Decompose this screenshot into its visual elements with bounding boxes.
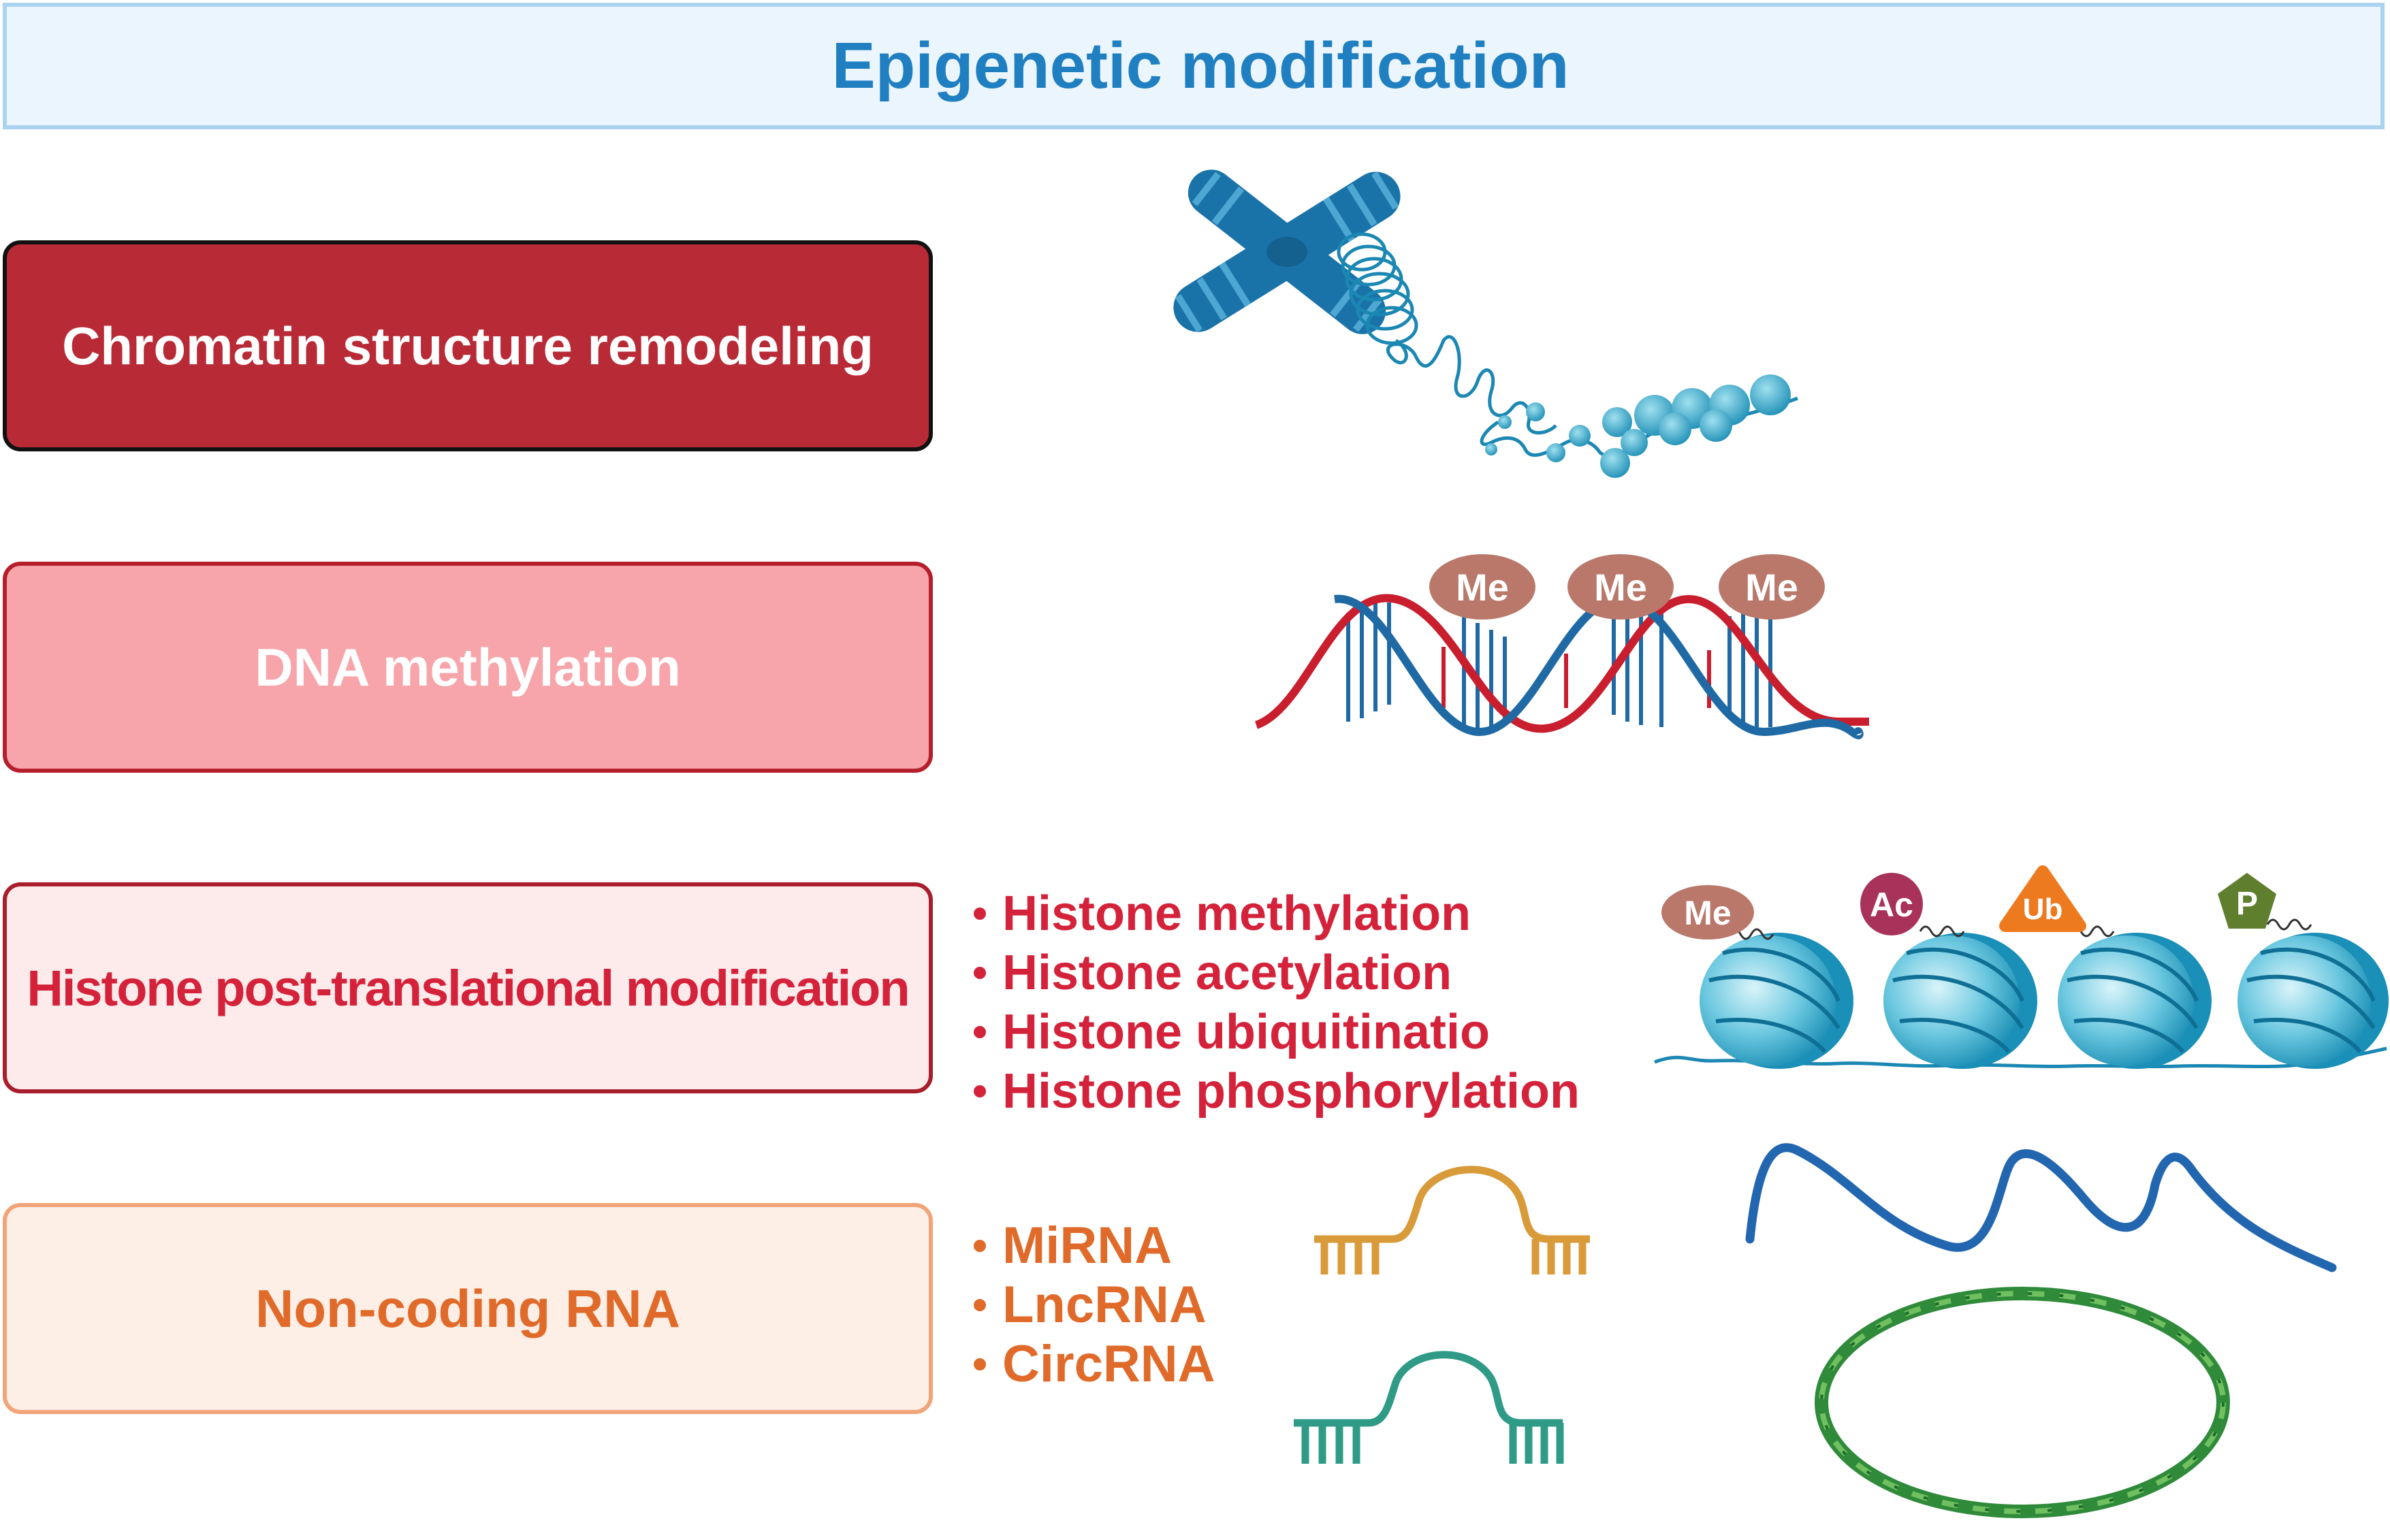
methyl-mark-label: Me xyxy=(1456,566,1509,609)
histone-mark-label: Me xyxy=(1684,894,1731,932)
category-dna-methylation: DNA methylation xyxy=(3,562,933,773)
chromosome-icon xyxy=(1173,170,1401,334)
bullet-icon xyxy=(974,1239,986,1252)
histone-mark-label: Ac xyxy=(1870,886,1913,924)
ncrna-list: MiRNA LncRNA CircRNA xyxy=(974,1216,1215,1394)
category-non-coding-rna: Non-coding RNA xyxy=(3,1203,933,1414)
list-item: Histone ubiquitinatio xyxy=(974,1002,1580,1061)
methyl-mark-icon: Me xyxy=(1567,554,1674,620)
list-item-label: LncRNA xyxy=(1002,1276,1207,1334)
title-banner: Epigenetic modification xyxy=(3,3,2385,129)
methyl-mark-icon: Me xyxy=(1661,885,1754,940)
histone-modification-list: Histone methylation Histone acetylation … xyxy=(974,884,1580,1121)
ubiquitin-mark-icon: Ub xyxy=(1999,865,2086,932)
page-title: Epigenetic modification xyxy=(831,29,1570,102)
methyl-mark-label: Me xyxy=(1594,566,1647,609)
list-item-label: Histone phosphorylation xyxy=(1002,1063,1580,1119)
phospho-mark-icon: P xyxy=(2218,873,2276,929)
list-item-label: CircRNA xyxy=(1002,1335,1215,1393)
bullet-icon xyxy=(974,1298,986,1311)
rna-hairpin-icon xyxy=(1314,1166,1590,1274)
methyl-mark-icon: Me xyxy=(1429,554,1535,620)
bullet-icon xyxy=(974,1085,986,1097)
list-item-label: MiRNA xyxy=(1002,1217,1173,1274)
nucleosome-bead-icon xyxy=(1485,374,1791,478)
rna-hairpin-icon xyxy=(1294,1351,1564,1464)
list-item-label: Histone methylation xyxy=(1002,886,1471,941)
nucleosome-icon xyxy=(1654,918,2389,1069)
list-item: Histone acetylation xyxy=(974,943,1580,1002)
list-item: LncRNA xyxy=(974,1275,1215,1334)
list-item: CircRNA xyxy=(974,1334,1215,1394)
histone-mark-label: P xyxy=(2236,886,2258,922)
list-item: Histone phosphorylation xyxy=(974,1061,1580,1121)
circular-rna-icon xyxy=(1815,1287,2230,1518)
methyl-mark-icon: Me xyxy=(1719,554,1825,620)
list-item: MiRNA xyxy=(974,1216,1215,1275)
list-item-label: Histone acetylation xyxy=(1002,945,1452,1000)
bullet-icon xyxy=(974,1025,986,1038)
category-chromatin-remodeling: Chromatin structure remodeling xyxy=(3,240,933,451)
list-item: Histone methylation xyxy=(974,884,1580,943)
bullet-icon xyxy=(974,1358,986,1370)
bullet-icon xyxy=(974,907,986,920)
histone-mark-label: Ub xyxy=(2023,893,2063,926)
list-item-label: Histone ubiquitinatio xyxy=(1002,1004,1490,1059)
bullet-icon xyxy=(974,966,986,979)
acetyl-mark-icon: Ac xyxy=(1860,873,1923,935)
linear-rna-icon xyxy=(1745,1143,2337,1272)
methyl-mark-label: Me xyxy=(1745,566,1798,609)
category-histone-modification: Histone post-translational modification xyxy=(3,882,933,1093)
